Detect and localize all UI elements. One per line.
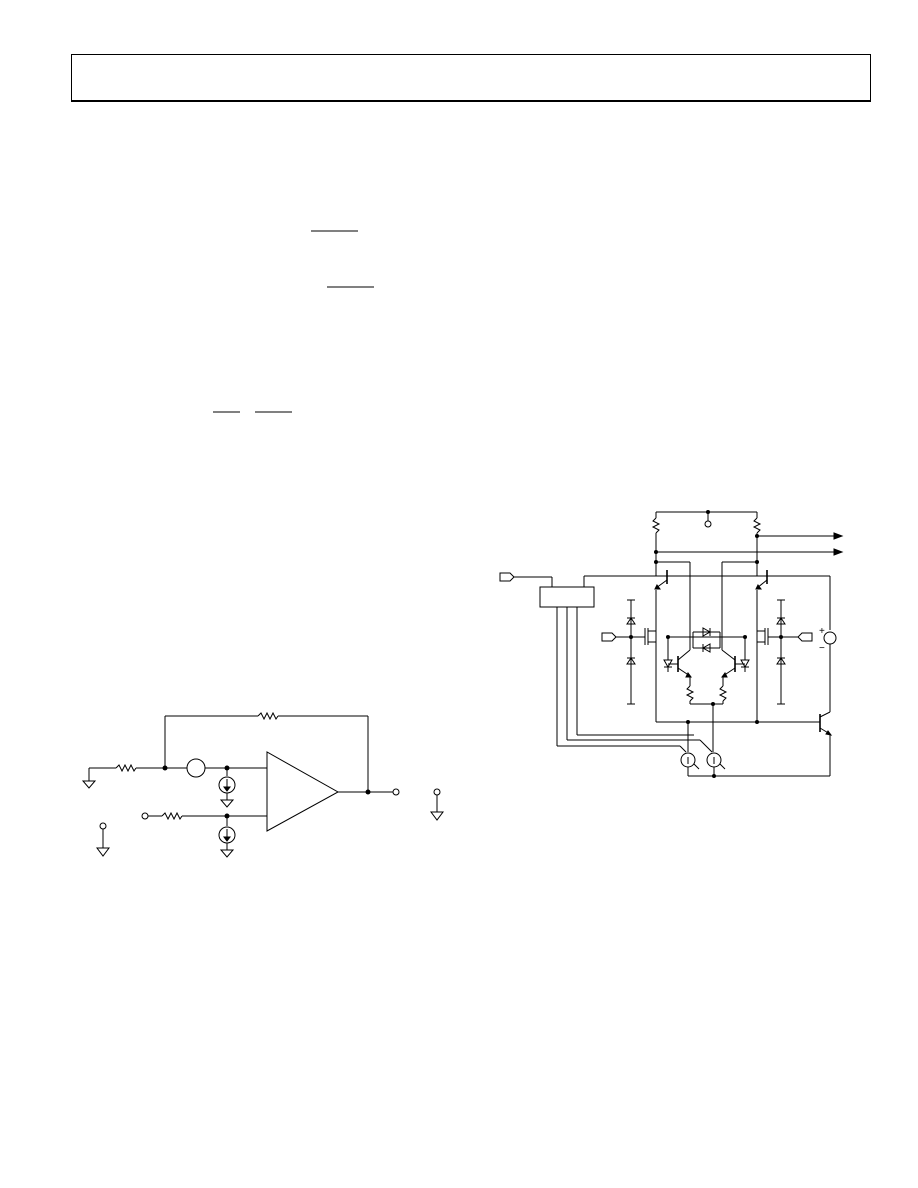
control-logic-block: [539, 586, 595, 608]
diode-icon: [701, 643, 711, 653]
op-amp-icon: [266, 751, 340, 832]
supply-terminal: [704, 520, 712, 528]
feedback-resistor-icon: [257, 711, 279, 721]
control-input-terminal: [499, 572, 515, 582]
diode-icon: [776, 657, 786, 665]
resistor-icon: [115, 763, 137, 773]
diode-icon: [626, 657, 636, 665]
noninverting-input-terminal: [797, 632, 813, 642]
ground-icon: [219, 849, 235, 858]
arrow-right-icon: [833, 548, 844, 556]
ground-icon: [81, 780, 97, 789]
resistor-icon: [685, 685, 695, 702]
arrow-right-icon: [833, 532, 844, 540]
diode-icon: [776, 617, 786, 625]
bias-source-icon: [823, 631, 837, 645]
ground-icon: [430, 811, 444, 821]
inverting-input-terminal: [601, 632, 617, 642]
page-header-box: [71, 54, 871, 102]
polarity-plus-label: +: [819, 626, 825, 637]
resistor-icon: [752, 517, 762, 534]
resistor-icon: [651, 517, 661, 534]
ground-icon: [96, 847, 110, 857]
diode-icon: [626, 617, 636, 625]
ground-icon: [219, 799, 235, 808]
resistor-icon: [161, 811, 183, 821]
resistor-icon: [718, 685, 728, 702]
output-terminal: [392, 788, 400, 796]
diode-icon: [702, 627, 712, 637]
polarity-minus-label: −: [819, 643, 825, 654]
